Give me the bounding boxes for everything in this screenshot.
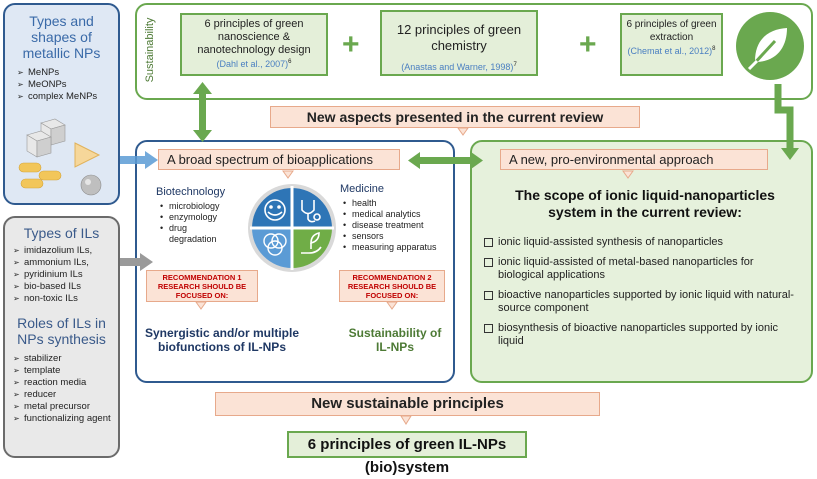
principle-text: 6 principles of green extraction — [626, 19, 717, 43]
principle-text: 12 principles of green chemistry — [396, 22, 522, 53]
recommendation-2: RECOMMENDATION 2 RESEARCH SHOULD BE FOCU… — [339, 270, 445, 302]
principle-citation: (Dahl et al., 2007)6 — [216, 59, 292, 69]
metallic-nps-list: MeNPs MeONPs complex MeNPs — [17, 67, 118, 103]
bioapplications-title: A broad spectrum of bioapplications — [158, 149, 400, 170]
list-item: MeONPs — [17, 79, 118, 91]
principle-box-nanoscience: 6 principles of green nanoscience & nano… — [180, 13, 328, 76]
il-roles-title: Roles of ILs in NPs synthesis — [17, 315, 106, 347]
list-item: ionic liquid-assisted synthesis of nanop… — [484, 236, 802, 249]
list-item: pyridinium ILs — [13, 269, 118, 281]
principle-text: 6 principles of green nanoscience & nano… — [197, 18, 311, 56]
medicine-title: Medicine — [340, 183, 385, 195]
list-item: complex MeNPs — [17, 91, 118, 103]
list-item: enzymology — [160, 212, 240, 223]
scope-list: ionic liquid-assisted synthesis of nanop… — [484, 236, 802, 355]
list-item: disease treatment — [343, 220, 453, 231]
list-item: functionalizing agent — [13, 413, 118, 425]
list-item: ammonium ILs, — [13, 257, 118, 269]
list-item: measuring apparatus — [343, 242, 453, 253]
sustainability-label: Sustainability — [144, 17, 156, 83]
outcome-sustainability: Sustainability of IL-NPs — [348, 326, 442, 354]
list-item: ionic liquid-assisted of metal-based nan… — [484, 256, 802, 282]
leaf-icon — [736, 12, 804, 80]
new-aspects-banner: New aspects presented in the current rev… — [270, 106, 640, 128]
scope-title: The scope of ionic liquid-nanoparticles … — [515, 187, 775, 220]
list-item: medical analytics — [343, 209, 453, 220]
metallic-nps-panel: Types and shapes of metallic NPs MeNPs M… — [3, 3, 120, 205]
ionic-liquids-panel: Types of ILs imidazolium ILs, ammonium I… — [3, 216, 120, 458]
metallic-nps-title: Types and shapes of metallic NPs — [22, 13, 101, 61]
principle-box-green-extraction: 6 principles of green extraction (Chemat… — [620, 13, 723, 76]
bioapplication-circle — [248, 184, 336, 272]
approach-panel — [470, 140, 813, 383]
list-item: stabilizer — [13, 353, 118, 365]
face-mask-icon — [264, 199, 286, 221]
list-item: imidazolium ILs, — [13, 245, 118, 257]
biotech-title: Biotechnology — [156, 186, 226, 198]
list-item: drug degradation — [160, 223, 221, 245]
final-principles-banner: 6 principles of green IL-NPs (bio)system — [287, 431, 527, 476]
il-roles-list: stabilizer template reaction media reduc… — [13, 353, 118, 425]
list-item: sensors — [343, 231, 453, 242]
il-types-list: imidazolium ILs, ammonium ILs, pyridiniu… — [13, 245, 118, 305]
nanoparticle-shapes-illustration — [18, 118, 102, 196]
list-item: bio-based ILs — [13, 281, 118, 293]
plus-sign: + — [579, 28, 597, 61]
principle-citation: (Anastas and Warner, 1998)7 — [401, 62, 517, 72]
list-item: microbiology — [160, 201, 240, 212]
venn-circles-icon — [263, 233, 287, 256]
hand-plant-icon — [301, 231, 322, 254]
biotech-list: microbiology enzymology drug degradation — [160, 201, 240, 245]
principle-box-green-chemistry: 12 principles of green chemistry (Anasta… — [380, 10, 538, 76]
list-item: bioactive nanoparticles supported by ion… — [484, 289, 802, 315]
list-item: health — [343, 198, 453, 209]
recommendation-1: RECOMMENDATION 1 RESEARCH SHOULD BE FOCU… — [146, 270, 258, 302]
list-item: metal precursor — [13, 401, 118, 413]
plus-sign: + — [342, 28, 360, 61]
il-types-title: Types of ILs — [23, 225, 100, 241]
medicine-list: health medical analytics disease treatme… — [343, 198, 453, 253]
new-principles-banner: New sustainable principles — [215, 392, 600, 416]
stethoscope-icon — [301, 200, 321, 223]
list-item: reaction media — [13, 377, 118, 389]
outcome-synergistic: Synergistic and/or multiple biofunctions… — [144, 326, 300, 354]
principle-citation: (Chemat et al., 2012)8 — [627, 46, 716, 56]
list-item: non-toxic ILs — [13, 293, 118, 305]
approach-title: A new, pro-environmental approach — [500, 149, 768, 170]
list-item: biosynthesis of bioactive nanoparticles … — [484, 322, 802, 348]
list-item: template — [13, 365, 118, 377]
list-item: reducer — [13, 389, 118, 401]
list-item: MeNPs — [17, 67, 118, 79]
